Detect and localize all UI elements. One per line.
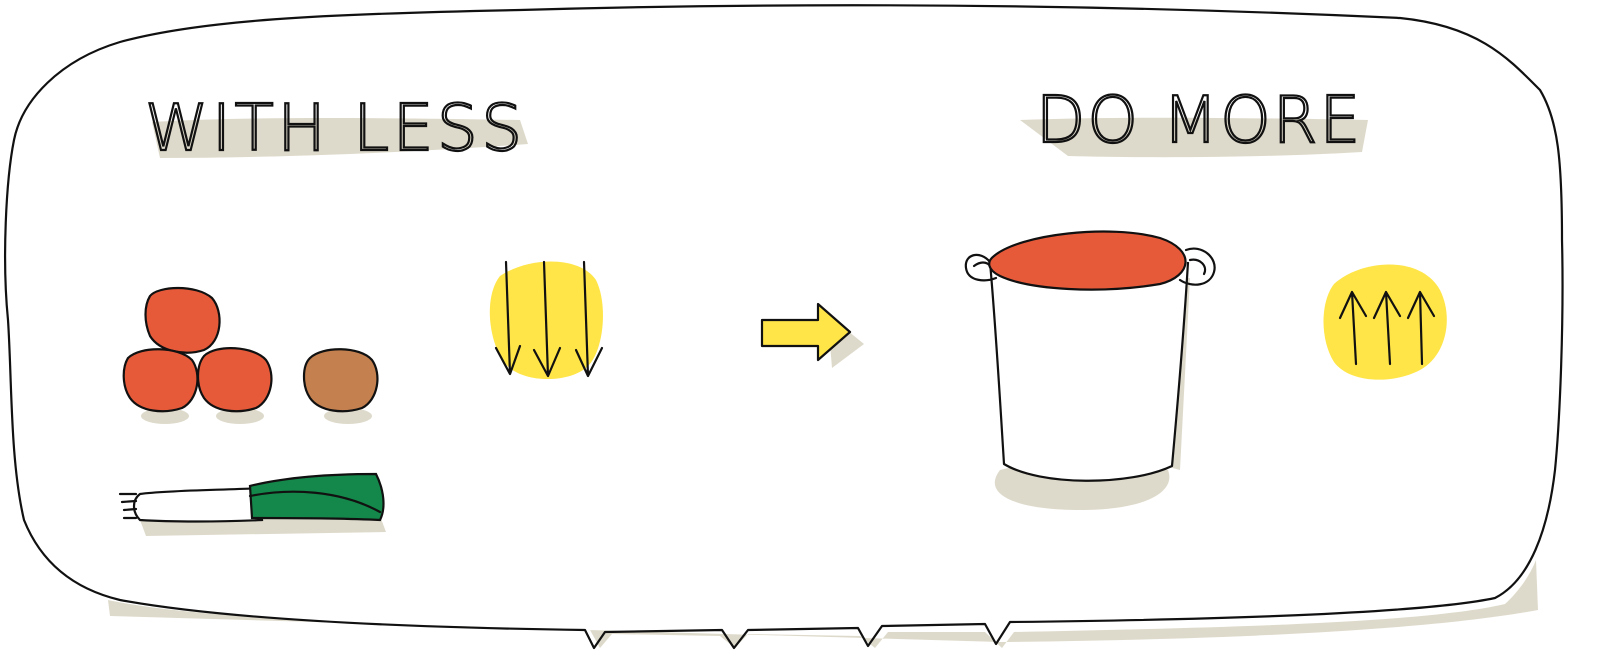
pot-body	[988, 261, 1190, 482]
speech-bubble	[4, 4, 1564, 650]
tomatoes-group	[122, 287, 273, 413]
do-more-heading: DO MORE	[1036, 84, 1378, 158]
onion-icon	[302, 348, 379, 413]
with-less-heading: WITH LESS	[145, 92, 540, 166]
do-more-heading-shadow	[1020, 117, 1368, 158]
tomato-shadow	[216, 408, 264, 424]
three-down-arrows-icon	[489, 260, 604, 380]
up-arrows-highlight	[1323, 264, 1447, 380]
with-less-heading-shadow	[152, 118, 528, 158]
with-less-heading-group: WITH LESS	[144, 91, 540, 167]
three-up-arrows-icon	[1323, 264, 1447, 380]
soup-surface	[988, 230, 1187, 291]
do-more-heading-group: DO MORE	[1020, 83, 1378, 159]
tomato-icon	[144, 287, 221, 354]
tomato-shadow	[141, 408, 189, 424]
soup-pot-icon	[964, 230, 1216, 510]
bubble-shadow	[108, 560, 1538, 648]
tomato-icon	[122, 348, 199, 413]
right-arrow-icon	[760, 302, 864, 368]
tomato-icon	[196, 347, 273, 413]
leek-icon	[118, 472, 386, 536]
